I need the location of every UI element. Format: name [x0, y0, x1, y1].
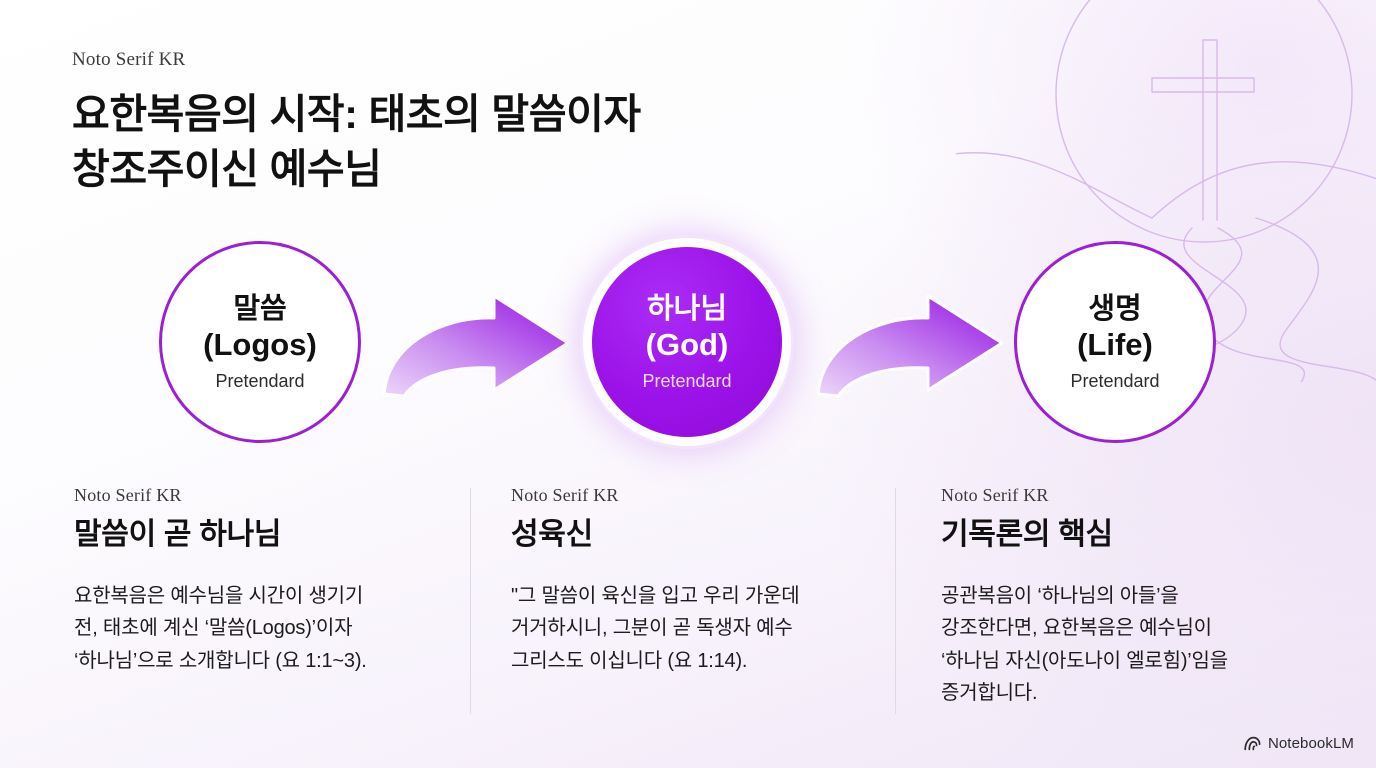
- column-body: 공관복음이 ‘하나님의 아들’을 강조한다면, 요한복음은 예수님이 ‘하나님 …: [941, 585, 1228, 705]
- column-heading: 성육신: [511, 518, 593, 551]
- header-font-tag: Noto Serif KR: [72, 49, 186, 70]
- column-divider-1: [470, 488, 471, 714]
- curved-arrow-right-icon: [816, 294, 1004, 398]
- node-label-sub: Pretendard: [1070, 370, 1160, 391]
- node-label-kr: 생명: [1088, 293, 1142, 326]
- column-heading: 기독론의 핵심: [941, 518, 1113, 551]
- notebooklm-brand: NotebookLM: [1244, 735, 1354, 752]
- header: Noto Serif KR 요한복음의 시작: 태초의 말씀이자 창조주이신 예…: [72, 50, 832, 197]
- node-label-kr: 말씀: [233, 293, 287, 326]
- curved-arrow-right-icon: [382, 294, 570, 398]
- concept-flow-diagram: 말씀 (Logos) Pretendard 하나님 (God) Pretenda…: [0, 230, 1376, 455]
- node-label-kr: 하나님: [646, 293, 728, 326]
- node-label-sub: Pretendard: [215, 370, 305, 391]
- node-label-en: (God): [645, 327, 729, 363]
- diagram-node-god[interactable]: 하나님 (God) Pretendard: [592, 247, 782, 437]
- detail-column-2: Noto Serif KR 성육신 "그 말씀이 육신을 입고 우리 가운데 거…: [511, 486, 861, 677]
- diagram-node-life[interactable]: 생명 (Life) Pretendard: [1014, 241, 1216, 443]
- column-heading: 말씀이 곧 하나님: [74, 518, 282, 551]
- column-body: "그 말씀이 육신을 입고 우리 가운데 거거하시니, 그분이 곧 독생자 예수…: [511, 585, 800, 672]
- column-font-tag: Noto Serif KR: [74, 485, 182, 505]
- detail-columns: Noto Serif KR 말씀이 곧 하나님 요한복음은 예수님을 시간이 생…: [0, 486, 1376, 722]
- flow-arrow-2: [816, 294, 1004, 398]
- notebooklm-arc-icon: [1244, 736, 1261, 751]
- detail-column-3: Noto Serif KR 기독론의 핵심 공관복음이 ‘하나님의 아들’을 강…: [941, 486, 1301, 710]
- node-label-sub: Pretendard: [642, 370, 732, 391]
- brand-name: NotebookLM: [1267, 735, 1354, 752]
- node-label-en: (Life): [1077, 327, 1153, 363]
- flow-arrow-1: [382, 294, 570, 398]
- hill-left-line: [956, 152, 1153, 219]
- column-divider-2: [895, 488, 896, 714]
- column-body: 요한복음은 예수님을 시간이 생기기 전, 태초에 계신 ‘말씀(Logos)’…: [74, 585, 367, 672]
- node-label-en: (Logos): [203, 327, 317, 363]
- page-title: 요한복음의 시작: 태초의 말씀이자 창조주이신 예수님: [72, 91, 641, 192]
- diagram-node-logos[interactable]: 말씀 (Logos) Pretendard: [159, 241, 361, 443]
- hill-right-line: [1151, 161, 1376, 219]
- column-font-tag: Noto Serif KR: [511, 485, 619, 505]
- sun-circle-icon: [1055, 0, 1353, 243]
- detail-column-1: Noto Serif KR 말씀이 곧 하나님 요한복음은 예수님을 시간이 생…: [74, 486, 424, 677]
- column-font-tag: Noto Serif KR: [941, 485, 1049, 505]
- cross-icon: [1151, 39, 1255, 221]
